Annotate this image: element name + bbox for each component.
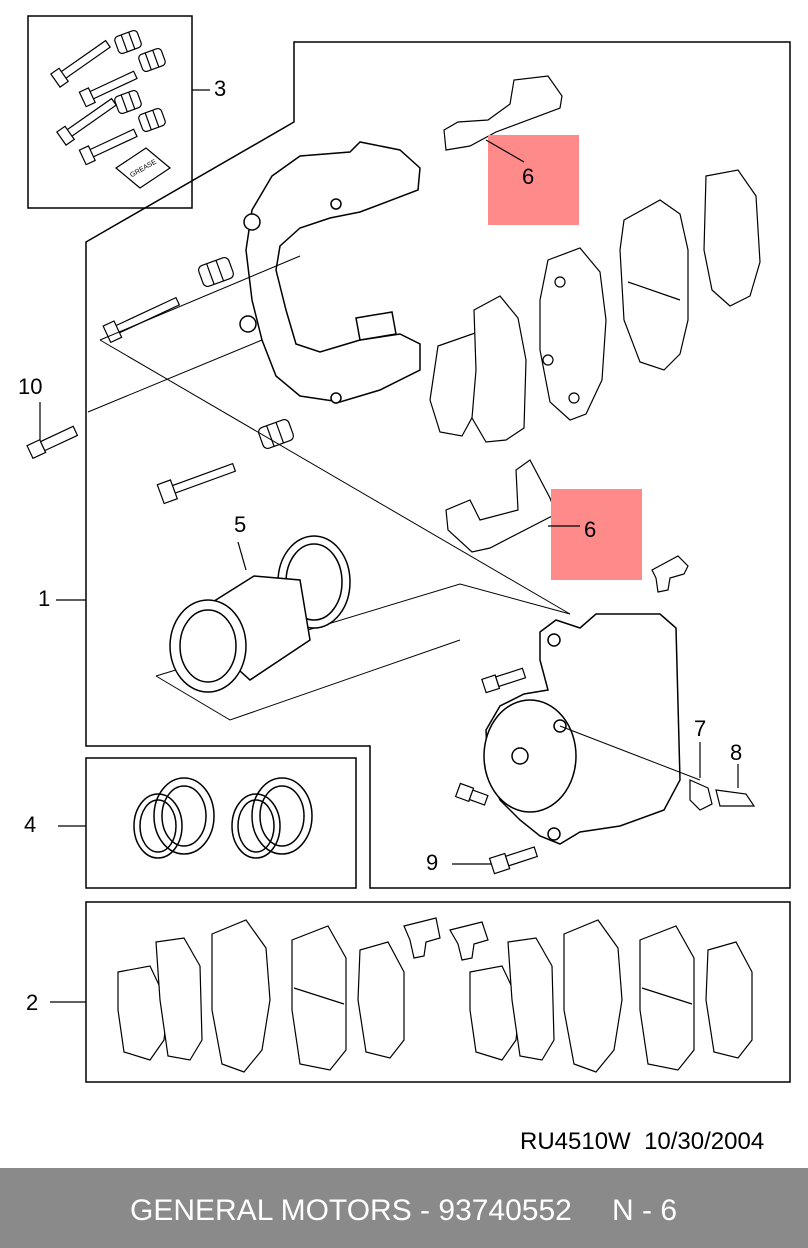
caliper-bracket	[239, 141, 421, 404]
seal-kit-box	[85, 757, 357, 889]
reference-code: RU4510W 10/30/2004	[520, 1128, 764, 1156]
pad-shim-outer-right	[703, 169, 761, 307]
bolt-10	[26, 425, 79, 460]
callout-2: 2	[26, 990, 38, 1015]
bleeder-cap-and-screw	[689, 779, 756, 811]
reference-id: RU4510W	[520, 1128, 631, 1155]
pin-boot	[138, 107, 166, 133]
callout-9: 9	[426, 850, 438, 875]
callout-8: 8	[730, 740, 742, 765]
caliper-assembly-box	[85, 41, 791, 889]
pad-shim-outer	[429, 295, 527, 443]
guide-pin	[50, 39, 112, 88]
guide-pin-upper	[102, 256, 234, 344]
pad-kit-right-set	[449, 919, 753, 1073]
callout-3: 3	[214, 76, 226, 101]
guide-pin	[56, 97, 118, 146]
grease-packet	[114, 147, 172, 189]
kit-3-box	[27, 15, 193, 209]
brake-pad-outer	[619, 199, 689, 371]
bolt-9	[454, 667, 539, 875]
callout-4: 4	[24, 812, 36, 837]
callout-1: 1	[38, 586, 50, 611]
callout-5: 5	[234, 512, 246, 537]
reference-date: 10/30/2004	[644, 1128, 765, 1155]
guide-pin	[78, 70, 138, 108]
highlight-box-6-lower	[551, 489, 642, 580]
anti-rattle-clip-lower	[445, 459, 557, 553]
pad-kit-box	[85, 901, 791, 1083]
pad-kit-left-set	[117, 917, 441, 1073]
pin-boot	[114, 29, 142, 55]
piston-and-seal	[169, 535, 351, 693]
pin-boot	[138, 47, 166, 73]
seal-kit-rings	[133, 777, 313, 859]
brake-caliper-exploded-diagram: GREASE	[18, 15, 791, 1083]
brake-pad-inner	[539, 247, 607, 421]
anti-rattle-clip-upper	[443, 75, 563, 151]
guide-pin	[78, 128, 138, 166]
pin-boot	[114, 89, 142, 115]
pad-spring-clip	[651, 555, 689, 593]
caliper-housing	[483, 613, 681, 845]
guide-pin-lower	[156, 418, 294, 505]
footer-position: N - 6	[612, 1194, 678, 1227]
callout-6-lower: 6	[584, 517, 596, 542]
callout-7: 7	[694, 716, 706, 741]
callout-6-upper: 6	[522, 164, 534, 189]
guide-pin-kit: GREASE	[50, 29, 172, 189]
footer-brand-part: GENERAL MOTORS - 93740552	[130, 1194, 572, 1227]
callout-10: 10	[18, 374, 42, 399]
footer-bar: GENERAL MOTORS - 93740552 N - 6	[0, 1168, 808, 1248]
